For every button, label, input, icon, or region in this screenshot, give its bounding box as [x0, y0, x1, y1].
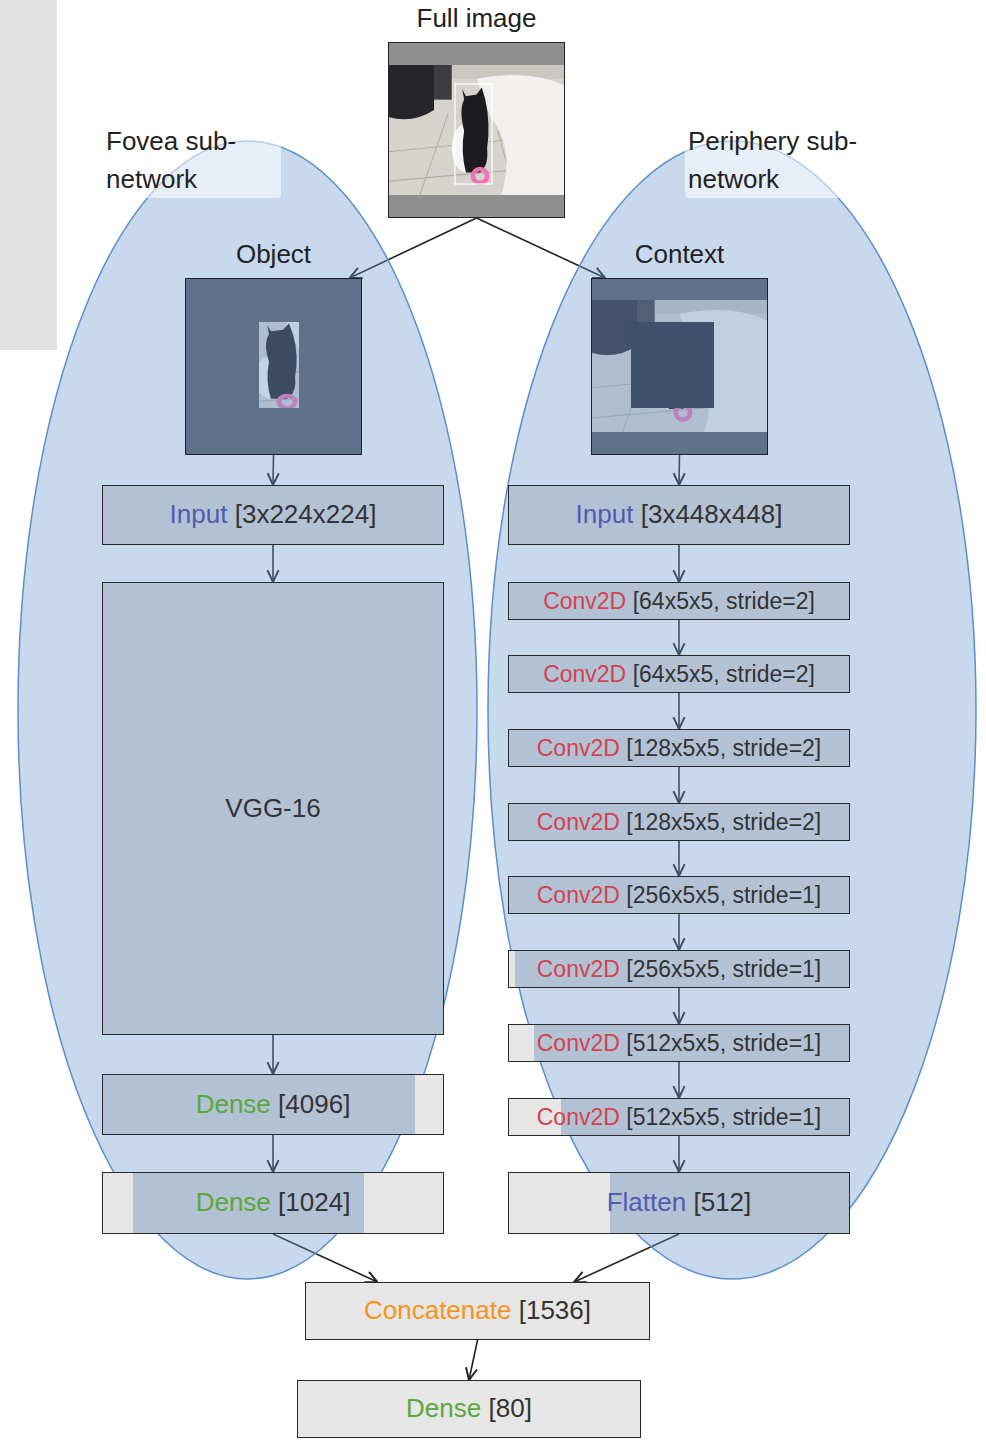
flow-arrow	[469, 1340, 478, 1380]
layer-text: Dense[1024]	[196, 1188, 351, 1218]
layer-shape: [256x5x5, stride=1]	[626, 882, 821, 908]
layer-shape: [1024]	[278, 1187, 350, 1217]
layer-text: Dense[4096]	[196, 1090, 351, 1120]
layer-text: Concatenate [1536]	[364, 1296, 591, 1326]
layer-type: Dense	[406, 1393, 481, 1423]
layer-shape: [3x448x448]	[641, 499, 783, 529]
layer-box: VGG-16	[102, 582, 444, 1035]
layer-box: Concatenate [1536]	[305, 1282, 650, 1340]
layer-box: Conv2D[512x5x5, stride=1]	[508, 1098, 850, 1136]
layer-shape: [1536]	[519, 1295, 591, 1325]
subnetwork-ellipse: Fovea sub-networkObjectInput[3x224x224]V…	[17, 140, 478, 1280]
layer-type: Flatten	[607, 1187, 687, 1217]
layer-type: Concatenate	[364, 1295, 511, 1325]
layer-type: Conv2D	[543, 661, 626, 687]
layer-shape: [64x5x5, stride=2]	[633, 661, 815, 687]
layer-type: Conv2D	[537, 809, 620, 835]
layer-text: Conv2D [64x5x5, stride=2]	[543, 588, 815, 614]
layer-box: Input[3x224x224]	[102, 485, 444, 545]
image-panel: Full image	[388, 42, 565, 218]
layer-type: Conv2D	[537, 1104, 620, 1130]
layer-type: VGG-16	[225, 793, 320, 823]
layer-text: Conv2D[512x5x5, stride=1]	[537, 1030, 822, 1056]
layer-text: Conv2D[256x5x5, stride=1]	[537, 956, 822, 982]
layer-shape: [512x5x5, stride=1]	[626, 1030, 821, 1056]
layer-box: Conv2D[256x5x5, stride=1]	[508, 950, 850, 988]
layer-text: Conv2D[128x5x5, stride=2]	[537, 809, 822, 835]
image-title: Object	[126, 239, 421, 269]
image-title: Context	[532, 239, 827, 269]
image-title: Full image	[329, 3, 624, 33]
layer-text: VGG-16	[225, 794, 320, 824]
layer-shape: [80]	[489, 1393, 532, 1423]
layer-type: Conv2D	[537, 956, 620, 982]
layer-text: Conv2D [64x5x5, stride=2]	[543, 661, 815, 687]
layer-text: Dense [80]	[406, 1394, 532, 1424]
image-panel: Context	[591, 278, 768, 455]
layer-shape: [256x5x5, stride=1]	[626, 956, 821, 982]
image-panel: Object	[185, 278, 362, 455]
layer-text: Input[3x448x448]	[576, 500, 783, 530]
layer-shape: [4096]	[278, 1089, 350, 1119]
layer-box: Conv2D[128x5x5, stride=2]	[508, 803, 850, 841]
layer-text: Flatten[512]	[607, 1188, 752, 1218]
layer-box: Conv2D[512x5x5, stride=1]	[508, 1024, 850, 1062]
layer-shape: [3x224x224]	[235, 499, 377, 529]
layer-type: Conv2D	[537, 1030, 620, 1056]
layer-box: Flatten[512]	[508, 1172, 850, 1234]
layer-text: Conv2D[512x5x5, stride=1]	[537, 1104, 822, 1130]
layer-type: Dense	[196, 1187, 271, 1217]
layer-type: Dense	[196, 1089, 271, 1119]
layer-type: Conv2D	[543, 588, 626, 614]
subnetwork-label: Fovea sub-network	[103, 122, 281, 198]
subnetwork-ellipse: Periphery sub-networkContextInput[3x448x…	[487, 140, 977, 1280]
layer-text: Conv2D[128x5x5, stride=2]	[537, 735, 822, 761]
layer-box: Conv2D[256x5x5, stride=1]	[508, 876, 850, 914]
layer-box: Input[3x448x448]	[508, 485, 850, 545]
subnetwork-label: Periphery sub-network	[685, 122, 863, 198]
layer-box: Conv2D [64x5x5, stride=2]	[508, 655, 850, 693]
layer-shape: [64x5x5, stride=2]	[633, 588, 815, 614]
layer-box: Dense[4096]	[102, 1074, 444, 1135]
layer-shape: [512x5x5, stride=1]	[626, 1104, 821, 1130]
layer-box: Dense[1024]	[102, 1172, 444, 1234]
layer-box: Conv2D [64x5x5, stride=2]	[508, 582, 850, 620]
layer-text: Input[3x224x224]	[170, 500, 377, 530]
layer-type: Input	[170, 499, 228, 529]
layer-box: Conv2D[128x5x5, stride=2]	[508, 729, 850, 767]
layer-shape: [512]	[693, 1187, 751, 1217]
layer-text: Conv2D[256x5x5, stride=1]	[537, 882, 822, 908]
layer-type: Input	[576, 499, 634, 529]
layer-shape: [128x5x5, stride=2]	[626, 809, 821, 835]
layer-type: Conv2D	[537, 735, 620, 761]
layer-type: Conv2D	[537, 882, 620, 908]
layer-box: Dense [80]	[297, 1380, 641, 1438]
layer-shape: [128x5x5, stride=2]	[626, 735, 821, 761]
